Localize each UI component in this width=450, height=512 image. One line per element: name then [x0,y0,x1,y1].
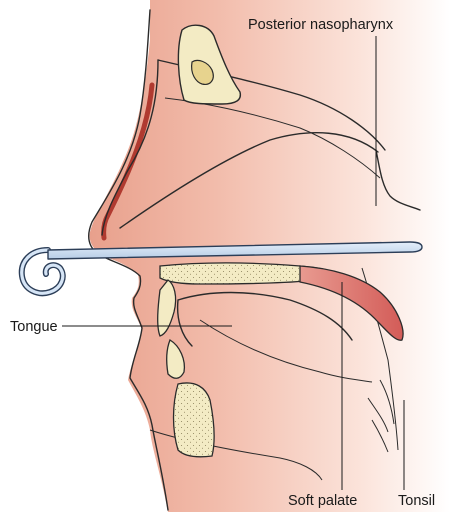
label-soft-palate: Soft palate [288,493,357,509]
label-tonsil: Tonsil [398,493,435,509]
label-tongue: Tongue [10,319,58,335]
label-posterior-nasopharynx: Posterior nasopharynx [248,17,394,33]
